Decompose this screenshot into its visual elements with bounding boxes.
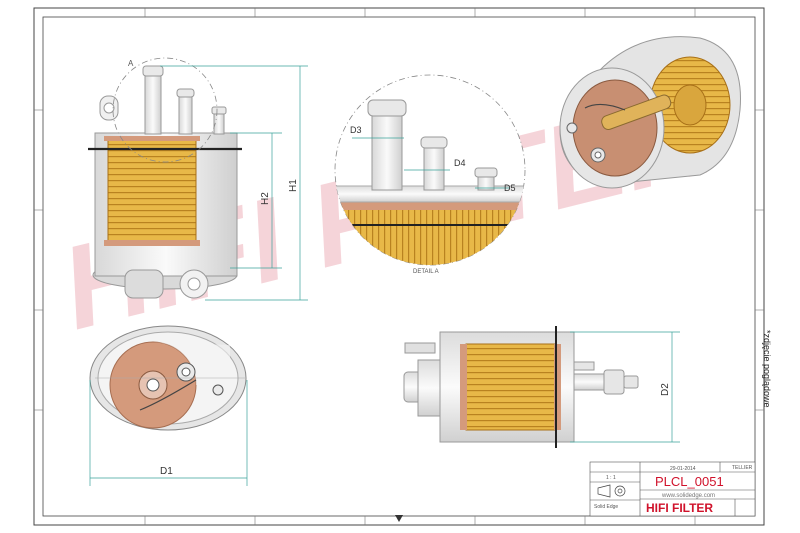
outer-frame xyxy=(33,7,765,526)
title-date: 29-01-2014 xyxy=(670,466,696,472)
detail-marker: A xyxy=(128,59,134,68)
title-author: TELLIER xyxy=(732,465,753,471)
dimension-h1 xyxy=(160,65,308,301)
dimension-h2 xyxy=(230,132,282,269)
title-website: www.solidedge.com xyxy=(661,493,715,499)
brand-name: HIFI FILTER xyxy=(646,501,713,515)
dimension-d2-label: D2 xyxy=(660,383,671,396)
dimension-h2-label: H2 xyxy=(260,192,271,205)
dimension-d1 xyxy=(89,380,248,486)
dimension-h1-label: H1 xyxy=(288,179,299,192)
center-mark xyxy=(395,515,403,522)
front-view: A xyxy=(88,57,242,299)
top-view xyxy=(89,325,247,431)
projection-symbol-icon xyxy=(597,484,626,498)
dimension-d3-label: D3 xyxy=(350,125,362,135)
frame-ticks xyxy=(34,8,764,525)
dimension-d2 xyxy=(570,331,680,443)
title-software: Solid Edge xyxy=(594,504,618,510)
illustrative-photo-note: *zdjęcie poglądowe xyxy=(762,330,772,408)
part-number: PLCL_0051 xyxy=(655,474,724,489)
title-scale: 1 : 1 xyxy=(606,475,616,481)
detail-a-label: DETAIL A xyxy=(413,269,439,275)
dimension-d4-label: D4 xyxy=(454,158,466,168)
isometric-view xyxy=(559,36,741,189)
dimension-d5-label: D5 xyxy=(504,183,516,193)
side-view xyxy=(403,326,639,448)
title-block xyxy=(589,461,756,517)
dimension-d1-label: D1 xyxy=(160,466,173,477)
